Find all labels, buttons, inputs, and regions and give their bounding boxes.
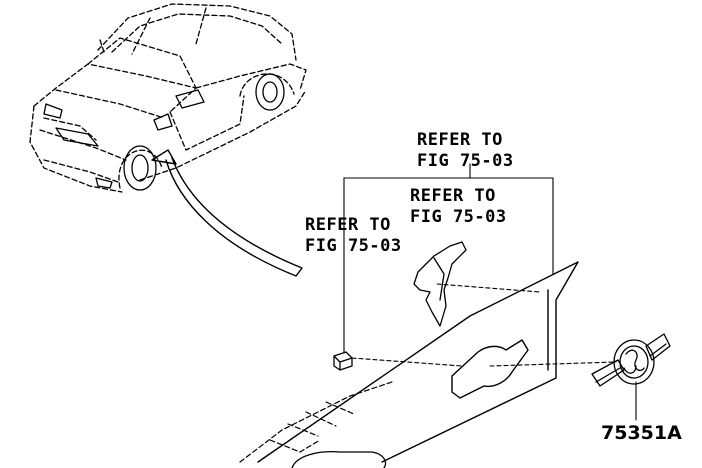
locator-arrow (151, 149, 303, 277)
car-solid-details (43, 73, 285, 191)
leader-lines (343, 163, 637, 421)
callout-middle-line1: REFER TO (410, 186, 496, 206)
callout-top-line2: FIG 75-03 (417, 151, 514, 171)
callout-top-line1: REFER TO (417, 130, 503, 150)
callout-top: REFER TO FIG 75-03 (417, 130, 514, 171)
callout-middle: REFER TO FIG 75-03 (410, 186, 507, 227)
panel-dashed-edge (239, 381, 393, 463)
callout-left: REFER TO FIG 75-03 (305, 215, 402, 256)
callout-left-line2: FIG 75-03 (305, 236, 402, 256)
side-panel (257, 261, 579, 463)
bracket-part (413, 241, 467, 327)
emblem-part (591, 333, 671, 387)
part-number-label[interactable]: 75351A (601, 422, 682, 444)
lower-oval (291, 450, 387, 468)
callout-left-line1: REFER TO (305, 215, 391, 235)
clip-part (333, 351, 353, 371)
car-illustration (29, 3, 307, 193)
callout-middle-line2: FIG 75-03 (410, 207, 507, 227)
